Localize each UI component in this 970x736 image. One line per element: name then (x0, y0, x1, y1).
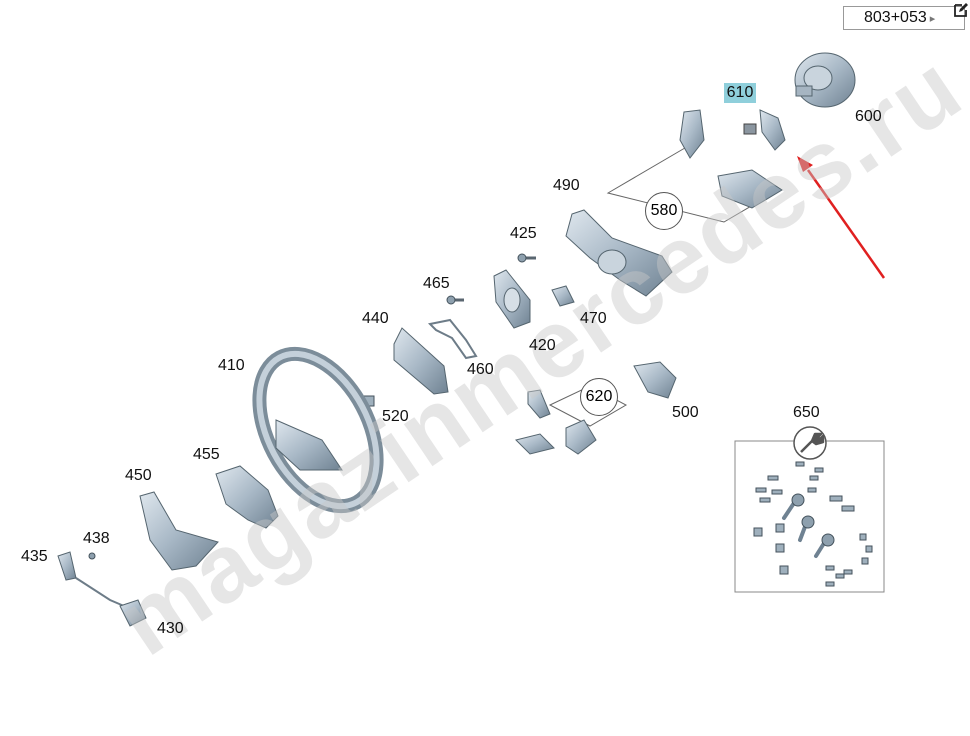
part-label-435[interactable]: 435 (21, 548, 48, 565)
part-580-cover-lower[interactable] (717, 169, 783, 209)
part-label-600[interactable]: 600 (855, 108, 882, 125)
part-600-airbag[interactable] (794, 52, 856, 108)
part-440-module[interactable] (393, 327, 449, 395)
arrow-right-icon: ▸ (929, 12, 936, 25)
part-label-410[interactable]: 410 (218, 357, 245, 374)
part-label-420[interactable]: 420 (529, 337, 556, 354)
part-500-paddle[interactable] (633, 361, 677, 399)
part-610-switch[interactable] (743, 109, 786, 151)
part-455-cover[interactable] (215, 465, 279, 529)
part-460-bracket[interactable] (427, 318, 478, 360)
part-label-430[interactable]: 430 (157, 620, 184, 637)
group-label-620[interactable]: 620 (580, 378, 618, 416)
part-label-650[interactable]: 650 (793, 404, 820, 421)
group-620-leaders (548, 385, 628, 427)
part-label-460[interactable]: 460 (467, 361, 494, 378)
reference-code: 803+053 (864, 9, 927, 26)
part-435-cover[interactable] (57, 551, 77, 581)
part-label-470[interactable]: 470 (580, 310, 607, 327)
part-490-trim[interactable] (565, 209, 673, 297)
part-410-steering-wheel[interactable] (235, 334, 400, 526)
reference-link[interactable]: 803+053 ▸ (843, 6, 965, 30)
part-label-465[interactable]: 465 (423, 275, 450, 292)
part-430-cover[interactable] (75, 577, 147, 627)
part-438-screw[interactable] (88, 552, 96, 560)
part-label-425[interactable]: 425 (510, 225, 537, 242)
part-425-screw[interactable] (517, 253, 536, 263)
part-label-490[interactable]: 490 (553, 177, 580, 194)
part-620-switch-left[interactable] (515, 433, 555, 455)
exploded-diagram (57, 52, 886, 627)
part-470-clip[interactable] (551, 285, 575, 307)
part-465-screw[interactable] (446, 295, 464, 305)
part-450-cover[interactable] (139, 491, 219, 571)
pointer-arrow (797, 156, 886, 279)
part-label-520[interactable]: 520 (382, 408, 409, 425)
part-620-switch-upper[interactable] (527, 389, 551, 419)
part-label-455[interactable]: 455 (193, 446, 220, 463)
part-label-440[interactable]: 440 (362, 310, 389, 327)
part-420-frame[interactable] (493, 269, 531, 329)
edit-icon[interactable] (953, 2, 969, 18)
part-650-hardware-kit[interactable] (734, 440, 885, 593)
part-580-cover-upper[interactable] (679, 109, 705, 159)
part-label-500[interactable]: 500 (672, 404, 699, 421)
part-label-438[interactable]: 438 (83, 530, 110, 547)
group-label-580[interactable]: 580 (645, 192, 683, 230)
part-620-switch-right[interactable] (565, 419, 597, 455)
part-label-610[interactable]: 610 (724, 83, 756, 103)
part-label-450[interactable]: 450 (125, 467, 152, 484)
wrench-icon (793, 426, 827, 460)
